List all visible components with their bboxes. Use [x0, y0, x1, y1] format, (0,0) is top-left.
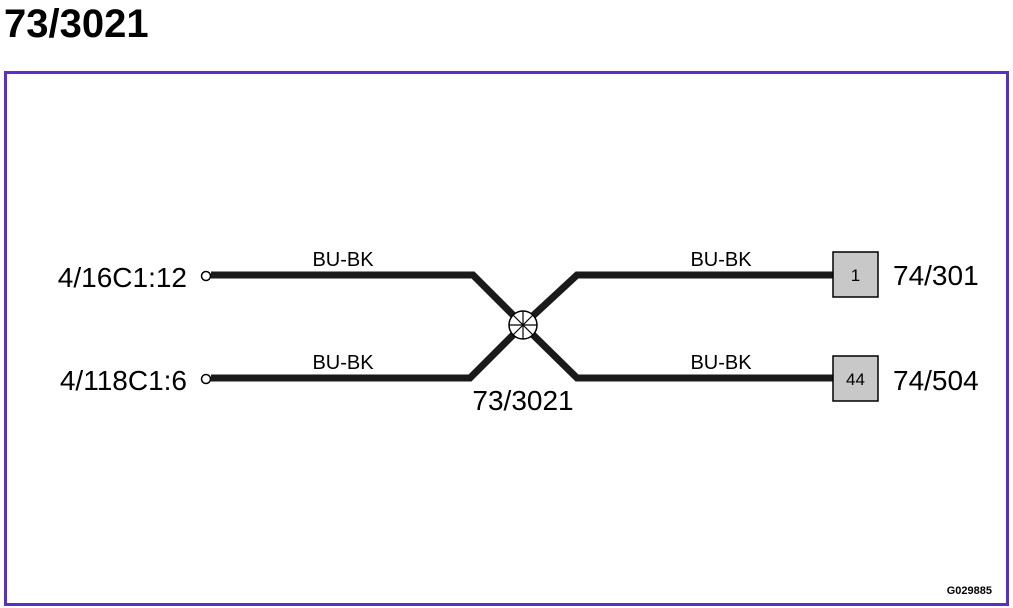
right-terminal-label: 74/301: [893, 260, 979, 291]
splice-icon: [508, 310, 538, 340]
wire-color-label: BU-BK: [690, 352, 752, 374]
connector-pin-box: [832, 251, 879, 298]
right-terminal-label: 74/504: [893, 365, 979, 396]
figure-reference: G029885: [946, 585, 992, 597]
wire-color-label: BU-BK: [690, 249, 752, 271]
left-terminal-label: 4/16C1:12: [58, 262, 187, 293]
connector-pin-box: [832, 355, 879, 402]
wire-left-top: [211, 271, 526, 328]
wire-left-bottom: [211, 322, 526, 382]
page-title: 73/3021: [4, 2, 149, 46]
wire-color-label: BU-BK: [312, 352, 374, 374]
left-terminal-label: 4/118C1:6: [60, 365, 187, 396]
connector-pin-number: 1: [851, 266, 860, 285]
wire-color-label: BU-BK: [312, 249, 374, 271]
diagram-frame: G029885: [4, 71, 1009, 606]
terminal-point-icon: [200, 373, 212, 385]
wire-right-bottom: [520, 322, 833, 382]
connector-pin-number: 44: [846, 370, 865, 389]
splice-label: 73/3021: [472, 385, 573, 416]
wire-right-top: [520, 271, 833, 328]
terminal-point-icon: [200, 270, 212, 282]
